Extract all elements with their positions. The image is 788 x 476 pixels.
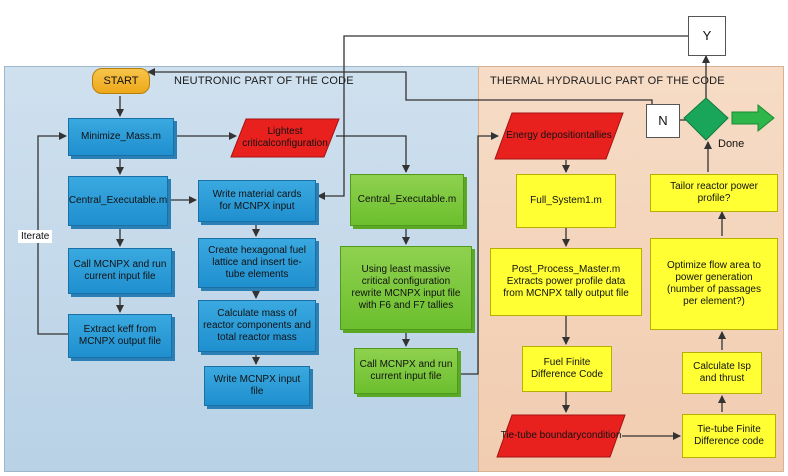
tie-fd-line2: Difference code [694,436,764,447]
edge-no-start [147,68,653,104]
calculate-isp-line2: and thrust [699,373,745,384]
tie-boundary-line1: Tie-tube boundary [500,430,582,441]
optimize-flow-line3: (number of passages [667,284,761,295]
calculate-mass-line3: total reactor mass [217,332,297,343]
minimize-mass-node: Minimize_Mass.m [68,118,174,156]
fuel-fd-line2: Difference Code [530,369,604,380]
call-mcnpx-1-line2: current input file [84,271,156,282]
post-process-line1: Post_Process_Master.m [511,264,621,275]
write-mcnpx-input-line2: file [250,386,264,397]
call-mcnpx-1-line1: Call MCNPX and run [73,259,167,270]
minimize-mass-label: Minimize_Mass.m [80,131,161,142]
create-hex-line3: tube elements [225,269,289,280]
start-label: START [103,75,139,87]
calculate-mass-line1: Calculate mass of [217,308,297,319]
central-executable-1-label: Central_Executable.m [68,195,168,206]
calculate-mass-line2: reactor components and [203,320,311,331]
done-arrow-icon [731,103,775,133]
post-process-line2: Extracts power profile data [506,276,626,287]
calculate-isp-line1: Calculate Isp [693,361,751,372]
neutronic-region-title: NEUTRONIC PART OF THE CODE [174,75,354,87]
tie-fd-line1: Tie-tube Finite [697,424,761,435]
least-massive-line2: critical configuration [361,276,451,287]
central-executable-2-label: Central_Executable.m [357,194,457,205]
extract-keff-line1: Extract keff from [83,324,157,335]
optimize-flow-line2: power generation [675,272,753,283]
extract-keff-line2: MCNPX output file [78,336,162,347]
lightest-critical-line1: Lightest critical [242,126,303,149]
central-executable-2-node: Central_Executable.m [350,174,464,226]
done-label: Done [718,138,745,150]
full-system-node: Full_System1.m [516,174,616,228]
call-mcnpx-2-line2: current input file [370,371,442,382]
lightest-critical-line2: configuration [270,138,328,149]
edge-yes-writematerial [317,35,688,200]
create-hex-line1: Create hexagonal fuel [208,245,306,256]
write-material-line1: Write material cards [212,189,302,200]
tailor-power-line1: Tailor reactor power [670,181,758,192]
edge-lightest-central2 [336,135,410,173]
call-mcnpx-2-line1: Call MCNPX and run [359,359,453,370]
yes-label: Y [702,28,712,43]
least-massive-line4: with F6 and F7 tallies [358,300,454,311]
edge-call2-energy [458,132,499,375]
full-system-label: Full_System1.m [530,195,602,206]
least-massive-line3: rewrite MCNPX input file [351,288,461,299]
optimize-flow-line1: Optimize flow area to [667,260,761,271]
iterate-label: Iterate [18,230,53,243]
tailor-power-line2: profile? [697,193,731,204]
no-label: N [658,113,668,128]
thermal-region-title: THERMAL HYDRAULIC PART OF THE CODE [490,75,725,87]
write-mcnpx-input-line1: Write MCNPX input [213,374,301,385]
lightest-critical-node: Lightest criticalconfiguration [230,118,340,158]
no-box: N [646,104,680,138]
write-material-line2: for MCNPX input [219,201,295,212]
post-process-line3: from MCNPX tally output file [503,288,629,299]
energy-deposition-line1: Energy deposition [506,130,587,141]
decision-diamond [683,97,775,141]
start-node: START [92,68,150,94]
least-massive-line1: Using least massive [361,264,451,275]
energy-deposition-line2: tallies [586,130,612,141]
create-hex-line2: lattice and insert tie- [212,257,302,268]
tie-tube-boundary-node: Tie-tube boundarycondition [496,414,626,458]
central-executable-1-node: Central_Executable.m [68,176,168,226]
optimize-flow-line4: per element?) [683,296,745,307]
fuel-fd-line1: Fuel Finite [543,357,591,368]
yes-box: Y [688,16,726,56]
energy-deposition-node: Energy depositiontallies [494,112,624,160]
tie-boundary-line2: condition [581,430,622,441]
